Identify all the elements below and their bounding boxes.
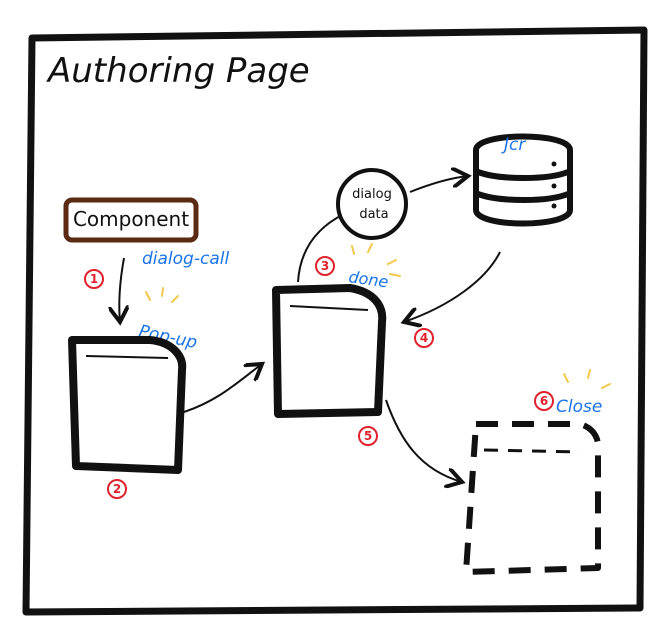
arrow-popup-to-dialog bbox=[183, 364, 262, 413]
page-title: Authoring Page bbox=[46, 51, 310, 91]
closed-dialog-box bbox=[463, 421, 602, 575]
svg-text:3: 3 bbox=[321, 259, 329, 273]
step-6-badge: 6 bbox=[534, 391, 554, 411]
step-2-badge: 2 bbox=[107, 479, 127, 499]
closed-dialog-header-line bbox=[483, 448, 581, 454]
arrow-jcr-to-dialog bbox=[404, 251, 501, 322]
connector-dialog-to-data bbox=[297, 213, 345, 283]
arrow-component-to-popup bbox=[119, 257, 124, 322]
svg-text:6: 6 bbox=[540, 394, 548, 408]
dialog-data-circle bbox=[336, 168, 408, 240]
dialog-edit-box bbox=[272, 284, 387, 418]
component-box bbox=[63, 197, 199, 243]
step-1-badge: 1 bbox=[84, 269, 104, 289]
dialog-data-label-line2: data bbox=[359, 207, 388, 222]
arrow-data-to-jcr bbox=[409, 176, 468, 193]
dialog-popup-header-line bbox=[85, 355, 169, 359]
dialog-call-label: dialog-call bbox=[142, 249, 229, 269]
close-label: Close bbox=[556, 397, 602, 417]
jcr-database-icon bbox=[473, 133, 573, 227]
svg-text:5: 5 bbox=[364, 429, 372, 443]
popup-sparkle-icon bbox=[145, 287, 179, 303]
dialog-data-label-line1: dialog bbox=[352, 187, 392, 202]
page-frame bbox=[22, 26, 648, 616]
step-3-badge: 3 bbox=[315, 256, 335, 276]
component-label: Component bbox=[73, 207, 189, 231]
jcr-label: Jcr bbox=[501, 135, 526, 155]
step-5-badge: 5 bbox=[358, 426, 378, 446]
dialog-edit-header-line bbox=[289, 305, 369, 311]
svg-text:4: 4 bbox=[420, 331, 428, 345]
dialog-popup-box bbox=[68, 336, 187, 474]
arrow-dialog-to-closed bbox=[385, 399, 462, 482]
close-sparkle-icon bbox=[563, 369, 611, 389]
svg-text:2: 2 bbox=[113, 482, 121, 496]
step-4-badge: 4 bbox=[414, 328, 434, 348]
svg-text:1: 1 bbox=[90, 272, 98, 286]
done-sparkle-icon bbox=[351, 243, 401, 277]
